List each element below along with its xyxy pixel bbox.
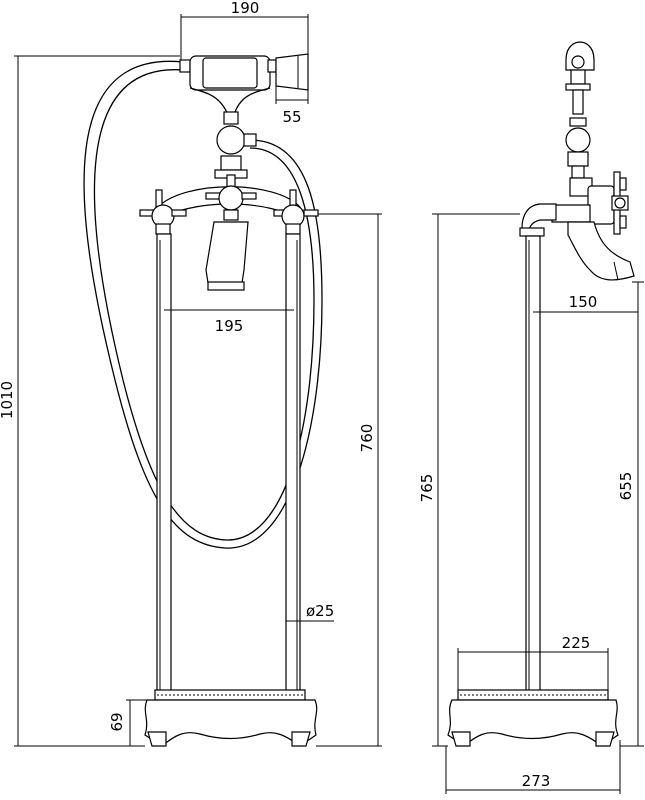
dim-label-150: 150 xyxy=(569,293,598,311)
side-handshower-holder xyxy=(565,41,595,179)
front-view: 190 55 1010 195 760 xyxy=(0,0,382,747)
dim-label-765: 765 xyxy=(418,474,436,503)
hand-shower xyxy=(179,53,309,116)
dim-273: 273 xyxy=(445,740,621,794)
side-mixer-body xyxy=(519,171,629,237)
dim-label-655: 655 xyxy=(617,472,635,501)
dim-label-273: 273 xyxy=(522,772,551,790)
right-cross-handle xyxy=(273,189,319,235)
front-spout xyxy=(205,221,249,289)
dim-label-1010: 1010 xyxy=(0,381,16,419)
dim-69: 69 xyxy=(108,699,150,746)
dim-195: 195 xyxy=(164,309,294,335)
side-view: 765 150 655 225 273 xyxy=(418,41,644,794)
dim-label-760: 760 xyxy=(358,424,376,453)
dim-655: 655 xyxy=(617,281,644,747)
dim-765: 765 xyxy=(418,213,520,747)
front-base xyxy=(144,689,318,747)
dim-dia25: ø25 xyxy=(286,602,334,622)
left-cross-handle xyxy=(139,189,187,235)
dim-label-225: 225 xyxy=(562,634,591,652)
dim-760: 760 xyxy=(316,213,382,747)
dim-150: 150 xyxy=(533,293,638,313)
dim-label-190: 190 xyxy=(231,0,260,17)
dim-190: 190 xyxy=(180,0,309,60)
shower-hose xyxy=(83,60,323,549)
dim-55: 55 xyxy=(275,86,309,126)
dim-1010: 1010 xyxy=(0,55,180,747)
side-leg xyxy=(525,235,541,695)
center-cross-handle xyxy=(205,174,257,221)
front-legs xyxy=(156,233,301,695)
dim-label-195: 195 xyxy=(215,317,244,335)
dim-label-55: 55 xyxy=(282,108,301,126)
side-base xyxy=(447,689,619,747)
dim-label-dia25: ø25 xyxy=(306,602,334,620)
central-mixer xyxy=(214,111,257,179)
dim-225: 225 xyxy=(457,634,609,690)
side-spout xyxy=(567,221,635,281)
dim-label-69: 69 xyxy=(108,712,126,731)
